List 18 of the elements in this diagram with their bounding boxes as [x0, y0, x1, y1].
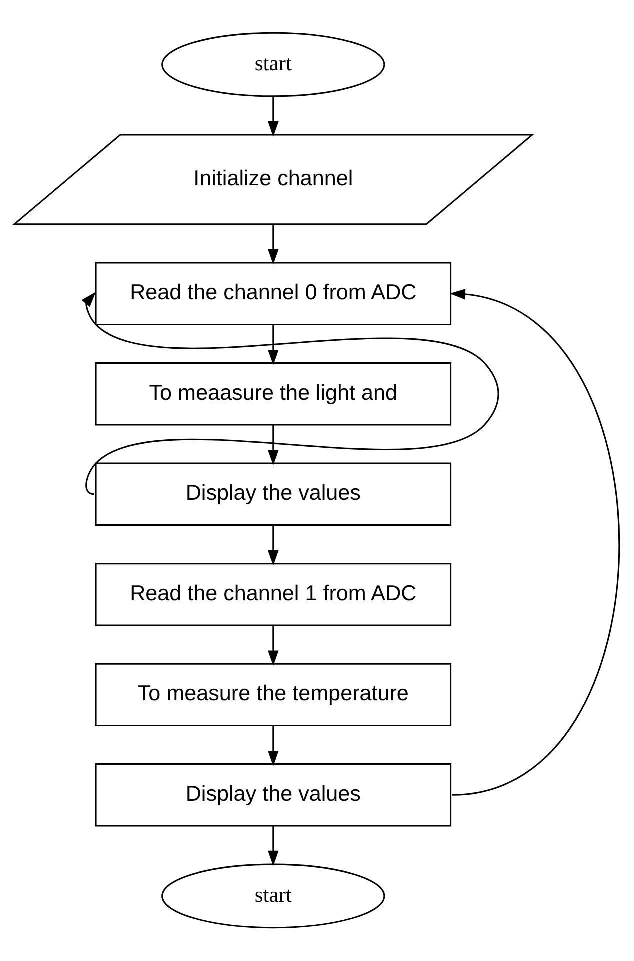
arrow: [268, 526, 279, 566]
arrow: [268, 626, 279, 666]
arrow: [268, 425, 279, 466]
node-box: Read the channel 0 from ADC: [95, 262, 452, 326]
arrow: [268, 224, 279, 265]
node-box: Read the channel 1 from ADC: [95, 563, 452, 626]
arrow: [268, 96, 279, 137]
node-ellipse: start: [162, 32, 386, 98]
arrow: [268, 826, 279, 866]
arrow: [450, 289, 620, 796]
node-box: Display the values: [95, 462, 452, 526]
node-box: To measure the temperature: [95, 663, 452, 727]
arrow: [82, 292, 500, 496]
node-box: Display the values: [95, 764, 452, 827]
arrow: [268, 325, 279, 366]
arrow: [268, 726, 279, 766]
node-ellipse: start: [162, 864, 386, 929]
node-box: To meaasure the light and: [95, 362, 452, 426]
